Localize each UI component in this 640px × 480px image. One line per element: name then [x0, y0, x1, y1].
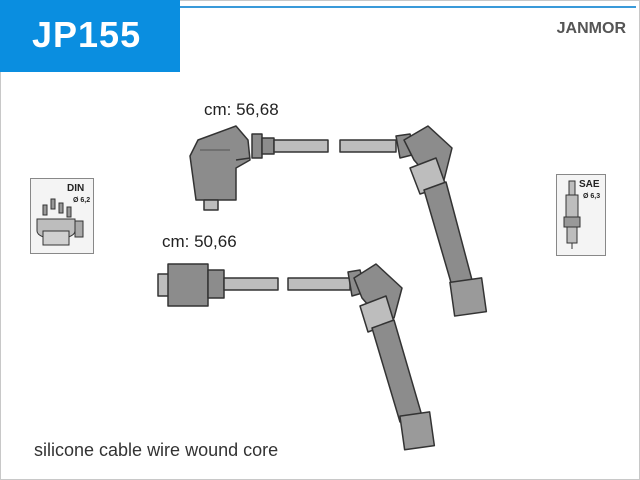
cable-1-length: cm: 56,68: [204, 100, 279, 119]
cable-1-distributor-terminal: [203, 199, 219, 211]
distributor-standard: DIN: [67, 183, 85, 194]
distributor-size: Ø 6,2: [73, 197, 91, 204]
cable-1-plug-cap: [449, 277, 488, 317]
cable-2-length: cm: 50,66: [162, 232, 237, 251]
distributor-din-badge: DIN Ø 6,2: [30, 178, 94, 254]
part-number: JP155: [32, 14, 142, 55]
header-rule: [180, 6, 636, 8]
spark-plug-standard: SAE: [579, 179, 600, 190]
spark-plug-sae-badge: SAE Ø 6,3: [556, 174, 606, 256]
cable-1: [189, 125, 488, 317]
brand-name: JANMOR: [556, 20, 626, 37]
spark-plug-size: Ø 6,3: [583, 193, 601, 200]
distributor-cap-icon: [36, 198, 84, 246]
part-number-box: JP155: [0, 0, 180, 72]
cable-2-distributor-boot: [167, 263, 209, 307]
spark-plug-icon: [563, 180, 581, 249]
cable-2-plug-cap: [399, 411, 436, 451]
cable-2-plug-boot: [353, 263, 403, 319]
product-description: silicone cable wire wound core: [34, 440, 279, 460]
cable-1-wire: [273, 139, 329, 153]
cable-2: [157, 263, 436, 451]
cable-2-wire: [223, 277, 279, 291]
cable-1-distributor-boot: [189, 125, 251, 201]
